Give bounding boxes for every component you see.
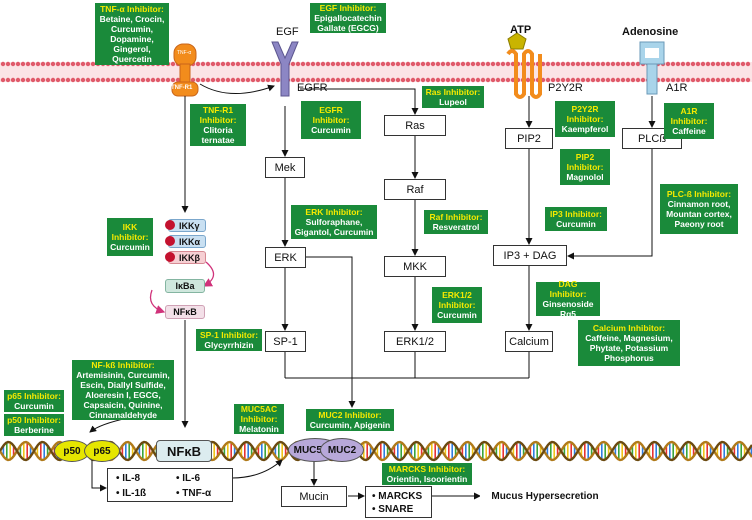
adenosine-label: Adenosine <box>622 26 679 38</box>
erk-node: ERK <box>265 247 306 268</box>
phosphate-icon <box>165 236 175 246</box>
erk-inhibitor: ERK Inhibitor:Sulforaphane,Gigantol, Cur… <box>291 205 377 239</box>
calcium-node: Calcium <box>505 331 553 352</box>
mucus-hypersecretion-node: Mucus Hypersecretion <box>480 486 610 507</box>
ras-inhibitor: Ras Inhibitor:Lupeol <box>422 86 484 108</box>
marcks-snare-box: • MARCKS • SNARE <box>365 486 432 518</box>
plcb-inhibitor: PLC-ß Inhibitor:Cinnamon root,Mountan co… <box>660 184 738 234</box>
cytokine-il8: • IL-8 <box>116 473 141 484</box>
raf-node: Raf <box>384 179 446 200</box>
phosphate-icon <box>165 220 175 230</box>
tnfr1-receptor <box>171 43 199 97</box>
marcks-item: • MARCKS <box>372 491 423 502</box>
a1r-receptor <box>639 41 665 95</box>
p2y2r-receptor <box>506 49 542 99</box>
sp1-inhibitor: SP-1 Inhibitor:Glycyrrhizin <box>196 329 262 351</box>
snare-item: • SNARE <box>372 504 414 515</box>
cytokine-il1b: • IL-1ß <box>116 488 147 499</box>
ras-node: Ras <box>384 115 446 136</box>
nfkb-inhibitor: NF-kß Inhibitor:Artemisinin, Curcumin,Es… <box>72 360 174 420</box>
cytokine-il6: • IL-6 <box>176 473 201 484</box>
cytokines-box: • IL-8 • IL-6 • IL-1ß • TNF-α <box>107 468 233 502</box>
tnf-label: TNF-α <box>177 50 192 56</box>
nfkb-dna-complex: NFκB <box>156 440 212 462</box>
ikba-node: IκBa <box>165 279 205 293</box>
sp1-node: SP-1 <box>265 331 306 352</box>
tnfr1-label: TNF-R1 <box>171 85 193 91</box>
p65-inhibitor: p65 Inhibitor:Curcumin <box>4 390 64 412</box>
a1r-label: A1R <box>666 82 688 94</box>
pip2-node: PIP2 <box>505 128 553 149</box>
phosphate-icon <box>165 252 175 262</box>
cytokine-tnfa: • TNF-α <box>176 488 212 499</box>
erk12-node: ERK1/2 <box>384 331 446 352</box>
p50-inhibitor: p50 Inhibitor:Berberine <box>4 414 64 436</box>
atp-ligand <box>507 32 527 50</box>
marcks-inhibitor: MARCKS Inhibitor:Orientin, Isoorientin <box>382 463 472 485</box>
atp-label: ATP <box>510 24 532 36</box>
muc2-gene: MUC2 <box>320 438 364 462</box>
egfr-receptor <box>271 41 299 97</box>
egf-label: EGF <box>276 26 299 38</box>
mek-node: Mek <box>265 157 305 178</box>
ip3-inhibitor: IP3 Inhibitor:Curcumin <box>545 207 607 231</box>
mkk-node: MKK <box>384 256 446 277</box>
raf-inhibitor: Raf Inhibitor:Resveratrol <box>424 210 488 234</box>
muc2-inhibitor: MUC2 Inhibitor:Curcumin, Apigenin <box>306 409 394 431</box>
ikk-alpha: IKKα <box>168 235 206 248</box>
egfr-label: EGFR <box>297 82 328 94</box>
tnfa-inhibitor: TNF-α Inhibitor: Betaine, Crocin,Curcumi… <box>95 3 169 65</box>
ikk-connectors <box>149 261 215 314</box>
calcium-inhibitor: Calcium Inhibitor:Caffeine, Magnesium,Ph… <box>578 320 680 366</box>
mucin-node: Mucin <box>281 486 347 507</box>
nfkb-node: NFκB <box>165 305 205 319</box>
ip3dag-node: IP3 + DAG <box>493 245 567 266</box>
p2y2r-label: P2Y2R <box>548 82 583 94</box>
connectors <box>89 83 656 500</box>
p65-protein: p65 <box>84 440 120 462</box>
